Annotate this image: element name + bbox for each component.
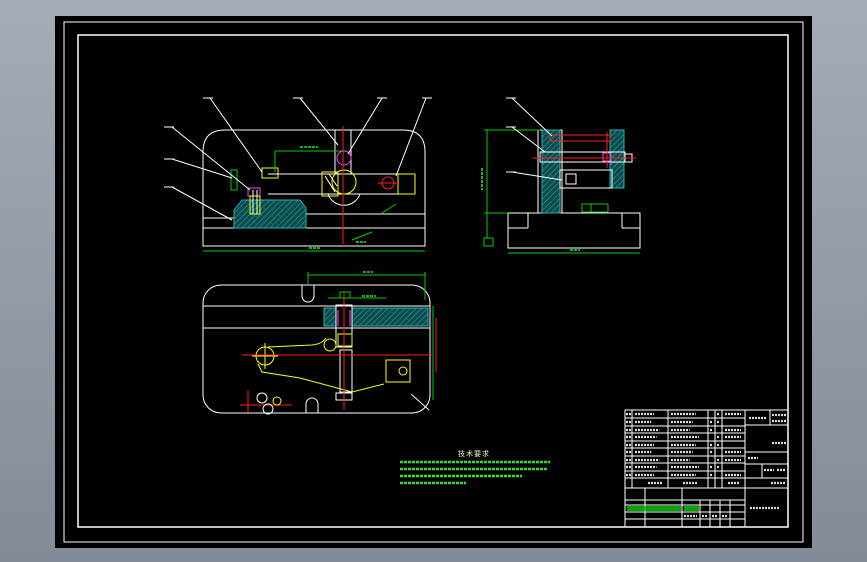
part-leader-line — [347, 97, 383, 155]
side-datum-box — [483, 237, 494, 247]
front-pivot-block — [321, 171, 339, 197]
front-screw-head-circle — [336, 150, 352, 166]
sheet-inner-border — [77, 34, 789, 528]
part-leader-line — [511, 171, 563, 181]
front-body-outline — [202, 129, 426, 228]
title-block — [624, 409, 789, 528]
top-lever-pin — [323, 338, 337, 352]
front-clamp-head — [261, 167, 279, 179]
approval-highlight-cell — [684, 506, 699, 511]
top-lever-upper-edge — [267, 337, 327, 348]
top-lever-lower-edge — [257, 363, 385, 393]
top-jaw-pin — [398, 366, 408, 376]
top-datum-box — [339, 291, 351, 299]
front-locator-pin — [230, 169, 238, 191]
top-lever-link — [337, 333, 353, 347]
side-clamp-insert — [565, 173, 577, 185]
side-top-rod — [549, 134, 611, 142]
drawing-canvas[interactable]: 技术要求 — [55, 16, 812, 548]
top-screw-shank — [339, 349, 353, 393]
front-datum-leader — [351, 231, 373, 241]
part-leader-line — [171, 126, 251, 191]
top-base-outline — [202, 284, 431, 414]
front-clamp-block-section — [233, 199, 307, 229]
bom-text-marks — [626, 412, 741, 477]
front-pivot-hatch — [324, 175, 336, 193]
front-roughness-leader — [381, 203, 397, 214]
part-leader-line — [171, 186, 233, 221]
front-pivot-hatch — [328, 173, 338, 187]
side-view — [481, 97, 641, 254]
part-leader-line — [171, 158, 233, 179]
front-arm-end-block — [397, 173, 416, 195]
side-support-section — [609, 129, 625, 189]
side-base-plate — [507, 212, 641, 249]
front-base-plate — [202, 227, 426, 247]
side-upright-section — [541, 129, 561, 214]
side-clamp-body — [559, 169, 613, 189]
sheet-outer-border — [63, 21, 804, 543]
technical-requirements-heading: 技术要求 — [458, 449, 490, 458]
top-view — [202, 271, 437, 415]
bottom-mounting-slot — [305, 397, 319, 413]
front-pivot-arc — [327, 193, 361, 206]
title-block-border — [624, 409, 789, 528]
drawing-viewport[interactable]: 技术要求 — [55, 16, 812, 548]
bill-of-materials-grid — [625, 410, 788, 489]
front-pivot-circle — [331, 169, 357, 195]
top-locating-pin — [272, 396, 282, 406]
top-locating-pin — [262, 403, 274, 415]
part-leader-line — [299, 97, 339, 146]
top-clamp-section — [351, 307, 429, 327]
approval-cells — [625, 488, 780, 527]
front-view — [164, 97, 432, 252]
top-clamp-section — [323, 307, 337, 327]
title-info-cells — [745, 410, 788, 478]
top-mounting-slot — [301, 285, 315, 303]
side-tolerance-frame — [581, 203, 609, 213]
top-chamfer-leader — [410, 393, 430, 411]
front-support-pin — [249, 195, 261, 215]
technical-requirements: 技术要求 — [400, 449, 550, 485]
top-locating-pin — [256, 392, 268, 404]
part-leader-line — [511, 126, 546, 153]
part-leader-line — [511, 97, 553, 137]
part-leader-line — [209, 97, 263, 173]
top-clamp-jaw — [385, 359, 411, 383]
part-leader-line — [395, 97, 427, 177]
approval-highlight-cell — [627, 506, 681, 511]
